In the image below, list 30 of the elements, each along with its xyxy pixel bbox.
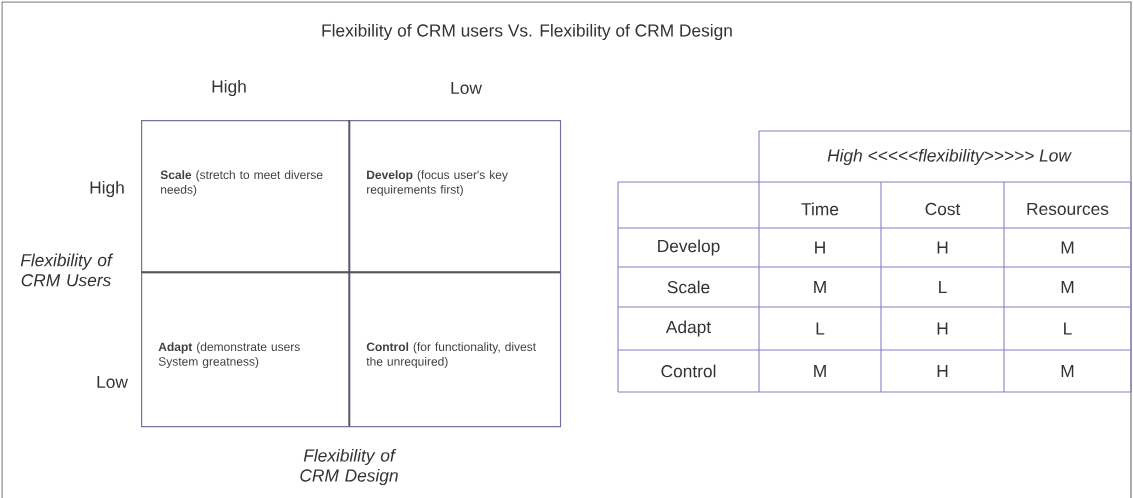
table-cell: H: [937, 365, 948, 377]
quadrant-box: Develop (focus user's key requirements first): [349, 120, 562, 274]
table-cell: H: [937, 241, 948, 254]
table-cell: L: [816, 322, 825, 335]
axis-label: High: [90, 180, 124, 198]
table-cell: L: [939, 281, 947, 293]
table-cell: M: [814, 281, 826, 293]
table-header: High <<<<<flexibility>>>>> Low: [827, 148, 1072, 166]
table-cell: Adapt: [665, 320, 711, 337]
table-header: Cost: [925, 202, 961, 216]
axis-label: High: [212, 79, 246, 97]
table-cell: M: [1061, 365, 1074, 377]
title: Flexibility of CRM users Vs. Flexibility of CRM Design: [322, 23, 732, 41]
table-header: Resources: [1027, 202, 1109, 216]
quadrant-box: Control (for functionality, divest the unrequired): [349, 272, 562, 428]
table-cell: M: [1061, 281, 1074, 293]
quadrant-box: Adapt (demonstrate users System greatness): [141, 272, 351, 428]
axis-label: Low: [451, 81, 482, 95]
axis-title: Flexibility of CRM Users: [20, 253, 114, 287]
table-cell: Control: [661, 364, 716, 378]
table-cell: H: [937, 322, 948, 335]
table-cell: L: [1064, 322, 1072, 335]
table-header: Time: [801, 202, 839, 216]
table-cell: Scale: [667, 280, 710, 294]
quadrant-box: Scale (stretch to meet diverse needs): [141, 120, 351, 274]
table-cell: Develop: [658, 239, 720, 256]
table-cell: M: [1061, 241, 1074, 254]
axis-title: Flexibility of CRM Design: [300, 448, 398, 486]
table-cell: M: [814, 365, 826, 377]
table-cell: H: [815, 241, 825, 254]
